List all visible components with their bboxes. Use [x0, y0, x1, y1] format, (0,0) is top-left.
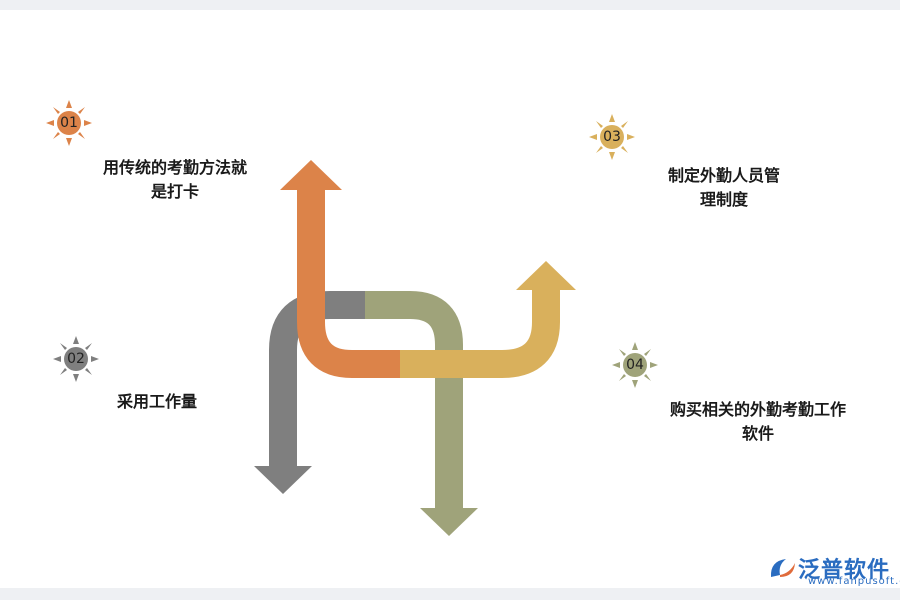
bottom-frame-bar — [0, 588, 900, 600]
step-04-label: 购买相关的外勤考勤工作 软件 — [640, 398, 876, 446]
brand-url: www.fanpusoft.com — [808, 576, 900, 587]
orange-arrow-path — [297, 186, 402, 378]
step-04-line-2: 软件 — [741, 424, 774, 443]
gold-arrow-path — [400, 286, 560, 378]
step-02-number: 02 — [67, 351, 85, 367]
step-04-number: 04 — [626, 357, 644, 373]
step-02-label: 采用工作量 — [92, 390, 222, 414]
step-02-line-1: 采用工作量 — [116, 392, 197, 411]
top-frame-bar — [0, 0, 900, 10]
olive-arrow-path — [365, 291, 463, 510]
step-03-line-2: 理制度 — [699, 190, 748, 209]
brand-logo: 泛普软件 — [768, 552, 890, 584]
step-03-label: 制定外勤人员管 理制度 — [642, 164, 806, 212]
sun-icon — [589, 114, 635, 160]
fanpu-logo-icon — [770, 559, 795, 577]
step-03-line-1: 制定外勤人员管 — [667, 166, 780, 185]
step-01-label: 用传统的考勤方法就 是打卡 — [80, 156, 270, 204]
olive-arrow-head — [420, 508, 478, 536]
step-01-line-2: 是打卡 — [150, 182, 199, 201]
step-03-number: 03 — [603, 129, 621, 145]
step-04-line-1: 购买相关的外勤考勤工作 — [669, 400, 846, 419]
step-02-badge: 02 — [51, 334, 101, 384]
step-01-line-1: 用传统的考勤方法就 — [102, 158, 247, 177]
step-01-number: 01 — [60, 115, 78, 131]
step-03-badge: 03 — [587, 112, 637, 162]
sun-icon — [612, 342, 658, 388]
step-04-badge: 04 — [610, 340, 660, 390]
orange-arrow-head — [280, 160, 342, 190]
gray-arrow-head — [254, 466, 312, 494]
gold-arrow-head — [516, 261, 576, 290]
gray-arrow-path — [269, 291, 370, 470]
sun-icon — [46, 100, 92, 146]
sun-icon — [53, 336, 99, 382]
step-01-badge: 01 — [44, 98, 94, 148]
brand-name: 泛普软件 — [798, 558, 891, 583]
